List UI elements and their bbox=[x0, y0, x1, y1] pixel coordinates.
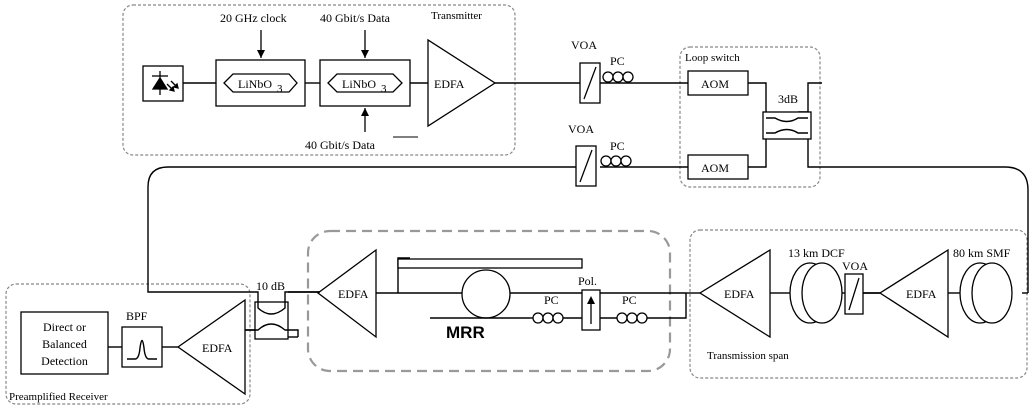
edfa-receiver-label: EDFA bbox=[202, 341, 233, 355]
fiber-spool-icon bbox=[789, 262, 843, 324]
polarization-controller-icon bbox=[600, 155, 632, 167]
aom-top-label: AOM bbox=[701, 77, 729, 91]
data-top-label: 40 Gbit/s Data bbox=[320, 11, 391, 25]
detection-line-1: Direct or bbox=[43, 320, 86, 334]
polarizer-arrow-icon bbox=[587, 296, 595, 324]
aom-top bbox=[687, 70, 749, 96]
arrow-down-icon bbox=[257, 50, 265, 58]
modulator-waveguide bbox=[223, 73, 298, 93]
edfa-span-right bbox=[878, 248, 949, 339]
modulator-2-subscript: 3 bbox=[381, 83, 387, 95]
coupler-path bbox=[245, 323, 299, 337]
edfa-span-right-label: EDFA bbox=[906, 287, 937, 301]
detection-line-2: Balanced bbox=[42, 337, 87, 351]
transmitter-label: Transmitter bbox=[431, 10, 482, 22]
modulator-2-label: LiNbO bbox=[342, 77, 376, 91]
transmitter-frame bbox=[122, 4, 516, 156]
edfa-mrr bbox=[316, 248, 377, 339]
coupler-3db bbox=[762, 111, 812, 140]
arrow-down-icon bbox=[361, 50, 369, 58]
polarization-controller-icon bbox=[616, 312, 648, 324]
arrow-up-icon bbox=[361, 108, 369, 116]
receiver-frame bbox=[5, 283, 251, 405]
edfa-receiver bbox=[176, 298, 246, 396]
bpf-label: BPF bbox=[126, 309, 148, 323]
loop-switch-label: Loop switch bbox=[685, 52, 740, 64]
transmission-span-label: Transmission span bbox=[707, 350, 789, 362]
detection-line-3: Detection bbox=[41, 354, 88, 368]
fiber-segment bbox=[397, 257, 410, 293]
fiber-segment bbox=[647, 293, 687, 319]
pc-mrr-2-label: PC bbox=[622, 293, 637, 307]
edfa-span-left bbox=[698, 248, 771, 339]
loop-switch-frame bbox=[679, 46, 821, 188]
voa-top-label: VOA bbox=[571, 38, 597, 52]
detection-box bbox=[20, 311, 109, 375]
pc-top-label: PC bbox=[610, 54, 625, 68]
voa-span-label: VOA bbox=[842, 259, 868, 273]
aom-bottom-label: AOM bbox=[701, 161, 729, 175]
edfa-span-left-label: EDFA bbox=[724, 287, 755, 301]
linbo3-modulator-2 bbox=[319, 59, 411, 107]
data-bottom-label: 40 Gbit/s Data bbox=[305, 138, 376, 152]
mrr-ring bbox=[461, 269, 511, 319]
pc-bottom-label: PC bbox=[610, 139, 625, 153]
coupler-path bbox=[766, 128, 808, 134]
fiber-spool-icon bbox=[959, 262, 1013, 324]
dcf-label: 13 km DCF bbox=[788, 246, 845, 260]
linbo3-modulator-1 bbox=[215, 59, 306, 107]
coupler-path bbox=[255, 291, 320, 315]
coupler-path bbox=[766, 117, 808, 123]
fiber-segment bbox=[798, 132, 1029, 290]
bandpass-filter-icon bbox=[127, 339, 157, 360]
fiber-segment bbox=[147, 166, 580, 293]
coupler-3db-label: 3dB bbox=[778, 92, 798, 106]
edfa-mrr-label: EDFA bbox=[338, 287, 369, 301]
aom-bottom bbox=[687, 154, 749, 180]
fiber-segment bbox=[798, 82, 822, 113]
pc-mrr-1-label: PC bbox=[544, 293, 559, 307]
photodiode-laser-icon bbox=[151, 71, 179, 95]
coupler-10db bbox=[254, 301, 289, 340]
polarization-controller-icon bbox=[532, 312, 564, 324]
coupler-10db-label: 10 dB bbox=[256, 279, 285, 293]
pol-label: Pol. bbox=[578, 274, 597, 288]
mrr-frame bbox=[306, 229, 672, 373]
clock-label: 20 GHz clock bbox=[220, 11, 287, 25]
bpf bbox=[121, 326, 163, 368]
modulator-1-subscript: 3 bbox=[277, 83, 283, 95]
voa-bottom-label: VOA bbox=[568, 122, 594, 136]
modulator-waveguide bbox=[327, 73, 403, 93]
edfa-transmitter bbox=[427, 38, 497, 128]
edfa-transmitter-label: EDFA bbox=[434, 77, 465, 91]
transmission-span-frame bbox=[689, 229, 1028, 379]
polarization-controller-icon bbox=[602, 71, 634, 83]
smf-label: 80 km SMF bbox=[953, 246, 1011, 260]
receiver-label: Preamplified Receiver bbox=[9, 391, 108, 403]
mrr-label: MRR bbox=[446, 323, 485, 342]
modulator-1-label: LiNbO bbox=[238, 77, 272, 91]
mrr-bus-upper bbox=[397, 258, 583, 269]
